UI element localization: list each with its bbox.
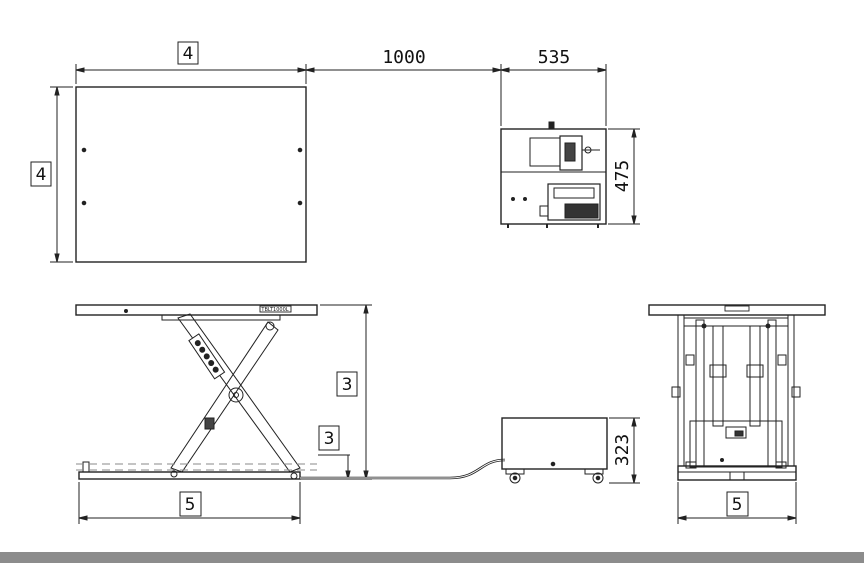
- table-nameplate-text: TBLT1000L: [260, 307, 288, 313]
- unit-height-dimension: [609, 417, 640, 484]
- table-width-dimension: [75, 41, 307, 84]
- hydraulic-hose: [300, 458, 506, 480]
- end-width-dimension: [677, 482, 797, 524]
- table-depth-label: 4: [36, 165, 47, 185]
- lift-height-label: 3: [342, 375, 353, 395]
- unit-depth-dimension: [608, 128, 640, 225]
- unit-width-label: 535: [538, 47, 571, 68]
- lowered-height-dimension: [300, 425, 372, 480]
- bottom-bar: [0, 552, 864, 563]
- power-unit-plan-view: [500, 121, 607, 228]
- unit-height-label: 323: [612, 434, 633, 467]
- base-length-label: 5: [185, 495, 196, 515]
- end-width-label: 5: [732, 495, 743, 515]
- lowered-height-label: 3: [324, 429, 335, 449]
- scissor-lift-side-view: [75, 304, 318, 480]
- gap-dimension: [305, 64, 502, 126]
- lift-height-dimension: [320, 304, 372, 480]
- power-unit-side-view: [501, 417, 608, 484]
- unit-depth-label: 475: [612, 160, 633, 193]
- table-width-label: 4: [183, 44, 194, 64]
- gap-dimension-label: 1000: [382, 47, 425, 68]
- table-top-plan-view: [75, 86, 307, 263]
- lift-end-view: [648, 304, 826, 481]
- base-length-dimension: [78, 482, 301, 524]
- table-depth-dimension: [30, 86, 73, 263]
- unit-width-dimension: [500, 64, 607, 126]
